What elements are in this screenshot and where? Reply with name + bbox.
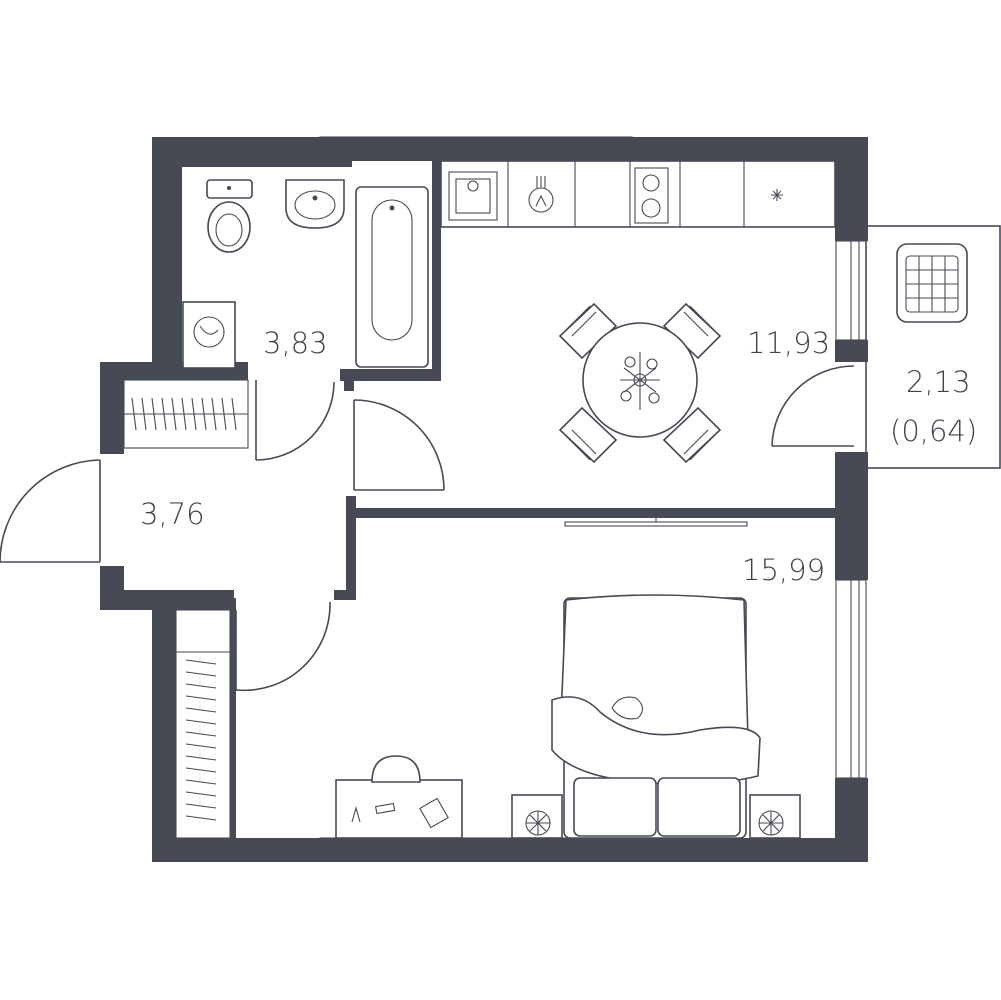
doors <box>0 365 855 692</box>
kitchen-sink-icon <box>448 171 498 221</box>
balcony-area-label: 2,13 <box>906 365 971 399</box>
laundry-basket-icon <box>896 243 968 323</box>
balcony <box>865 225 1001 469</box>
toilet-icon <box>206 179 253 253</box>
bathroom-area-label: 3,83 <box>263 326 328 360</box>
hallway-area-label: 3,76 <box>140 497 205 531</box>
bed-icon <box>551 594 761 839</box>
faucet-icon <box>528 176 554 213</box>
chair-icon <box>662 406 722 464</box>
nightstand-icon <box>749 794 801 839</box>
chair-icon <box>662 302 722 360</box>
wardrobe-icon <box>123 379 249 449</box>
kitchen-area-label: 11,93 <box>747 326 830 360</box>
bedroom-area-label: 15,99 <box>742 553 825 587</box>
chair-icon <box>558 406 618 464</box>
windows <box>319 136 867 841</box>
bathroom-furniture <box>182 179 429 369</box>
walls <box>100 137 868 862</box>
tv-icon <box>564 518 748 527</box>
dining-table-icon <box>558 302 722 464</box>
bathtub-icon <box>355 186 429 368</box>
sink-icon <box>285 179 345 229</box>
chair-icon <box>558 302 618 360</box>
stove-icon <box>634 167 669 224</box>
wardrobe-icon <box>175 609 231 839</box>
plant-icon <box>620 352 660 410</box>
kitchen-furniture <box>440 160 836 228</box>
nightstand-icon <box>511 794 563 839</box>
balcony-coefficient-label: (0,64) <box>890 414 977 448</box>
washing-machine-icon <box>182 301 236 369</box>
fridge-icon <box>771 189 783 201</box>
room-labels: 3,83 11,93 2,13 (0,64) 3,76 15,99 <box>140 326 977 587</box>
desk-chair-icon <box>371 755 421 783</box>
desk-icon <box>335 779 463 839</box>
